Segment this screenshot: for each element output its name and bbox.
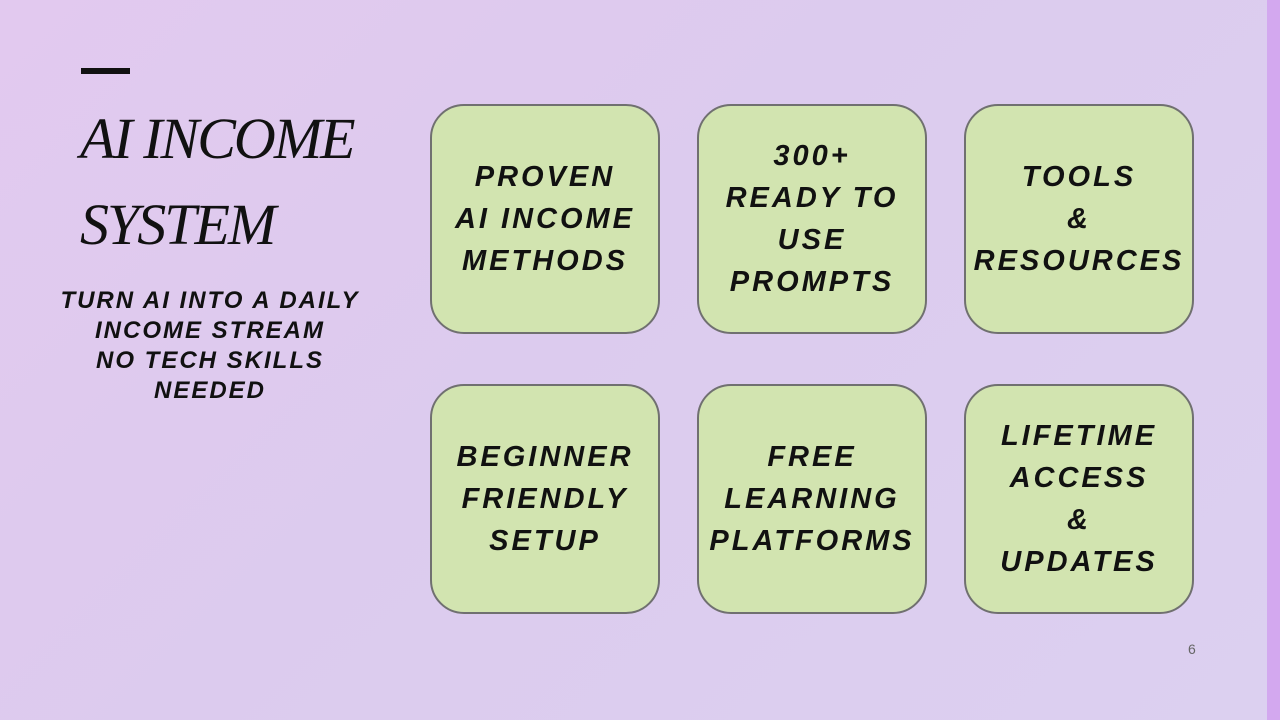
feature-card-tools: TOOLS & RESOURCES	[964, 104, 1194, 334]
feature-card-proven-methods: PROVEN AI INCOME METHODS	[430, 104, 660, 334]
title-accent-bar	[81, 68, 130, 74]
feature-card-lifetime: LIFETIME ACCESS & UPDATES	[964, 384, 1194, 614]
page-number: 6	[1188, 641, 1196, 657]
feature-card-beginner: BEGINNER FRIENDLY SETUP	[430, 384, 660, 614]
feature-card-prompts: 300+ READY TO USE PROMPTS	[697, 104, 927, 334]
accent-strip	[1267, 0, 1280, 720]
slide-subtitle: TURN AI INTO A DAILY INCOME STREAM NO TE…	[60, 287, 360, 404]
slide-title: AI INCOME SYSTEM	[80, 106, 356, 257]
feature-card-learning: FREE LEARNING PLATFORMS	[697, 384, 927, 614]
